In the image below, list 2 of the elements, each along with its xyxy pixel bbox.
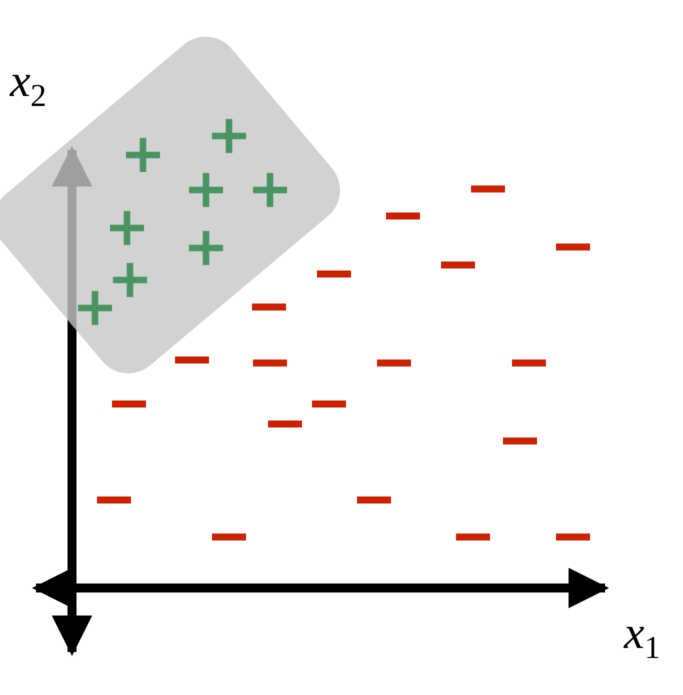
axis-label: x$_{1}$ [624,610,660,664]
axis-label: x$_{2}$ [10,58,46,112]
